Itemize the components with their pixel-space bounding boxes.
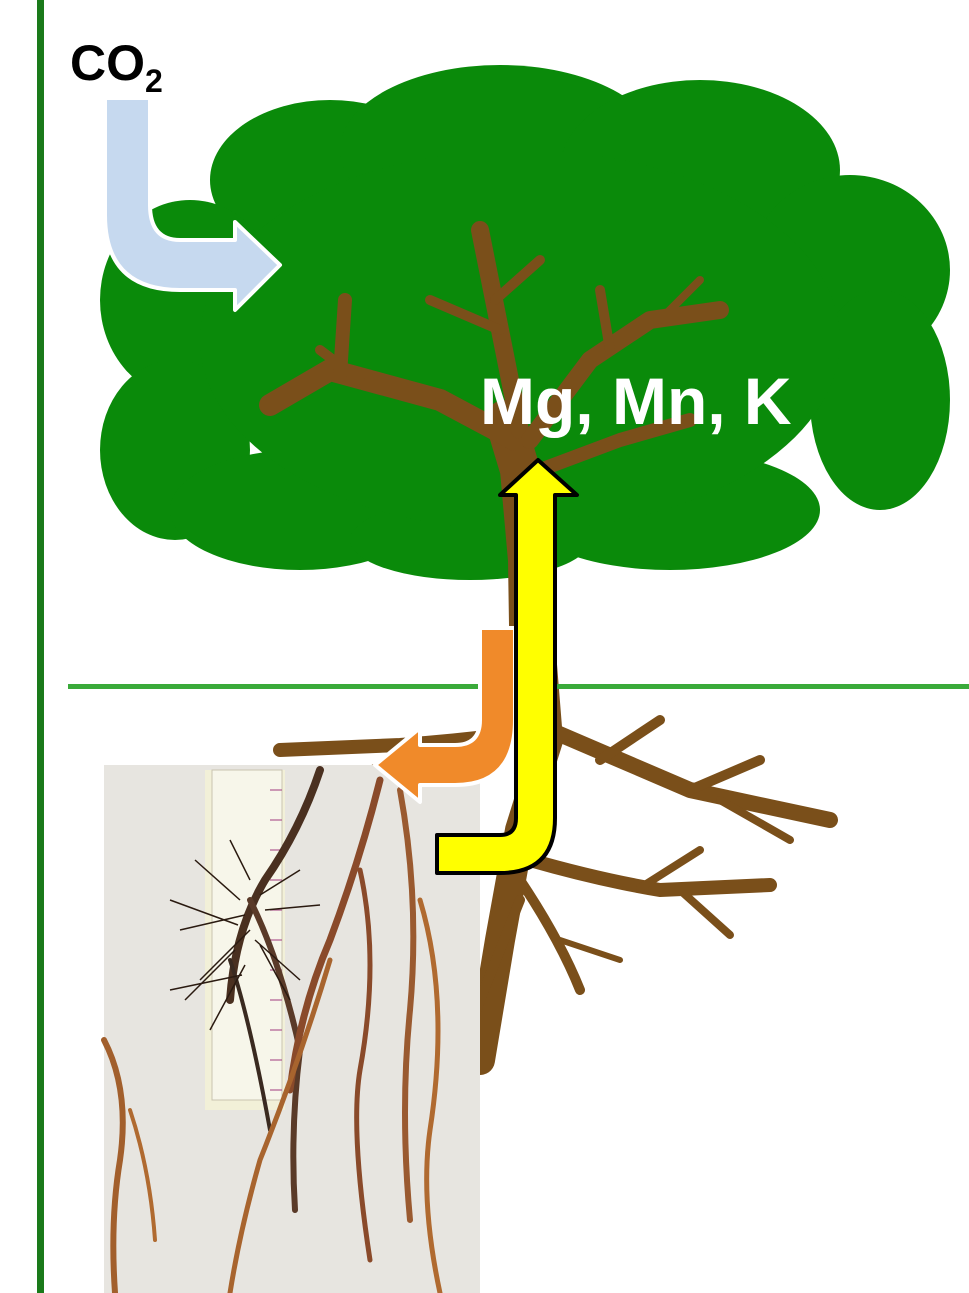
co2-label: CO2	[70, 38, 163, 97]
co2-subscript: 2	[145, 63, 163, 99]
root-sample-photo	[104, 765, 480, 1293]
co2-text: CO	[70, 35, 145, 91]
nutrient-label: Mg, Mn, K	[480, 368, 792, 434]
root-exudate-arrow	[375, 628, 515, 802]
left-border	[37, 0, 44, 1293]
